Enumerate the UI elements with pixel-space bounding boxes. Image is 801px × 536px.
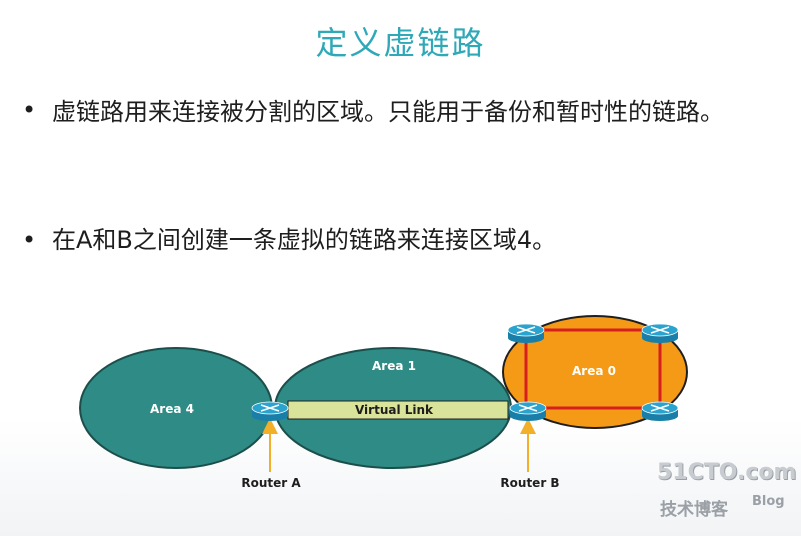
watermark-blog: Blog bbox=[752, 494, 785, 509]
area-4-label: Area 4 bbox=[150, 402, 194, 416]
bullet-text-2: 在A和B之间创建一条虚拟的链路来连接区域4。 bbox=[52, 226, 557, 254]
router-a-label: Router A bbox=[241, 476, 301, 490]
bullet-text-1: 虚链路用来连接被分割的区域。只能用于备份和暂时性的链路。 bbox=[52, 98, 724, 126]
watermark-logo: 51CTO.com bbox=[657, 460, 797, 485]
area-1-label: Area 1 bbox=[372, 359, 416, 373]
router-icon-top-left bbox=[507, 323, 545, 343]
router-icon-top-right bbox=[641, 323, 679, 343]
slide-title: 定义虚链路 bbox=[315, 24, 486, 62]
bullet-marker: • bbox=[22, 226, 37, 254]
backbone-links bbox=[524, 328, 662, 410]
router-a-icon bbox=[251, 401, 289, 421]
router-b-label: Router B bbox=[500, 476, 559, 490]
bullet-marker: • bbox=[22, 96, 37, 124]
virtual-link-label: Virtual Link bbox=[355, 403, 434, 417]
watermark-subtitle: 技术博客 bbox=[660, 500, 728, 520]
router-icon-bottom-right bbox=[641, 401, 679, 421]
area-0-shape bbox=[502, 315, 688, 429]
router-b-icon bbox=[509, 401, 547, 421]
area-0-label: Area 0 bbox=[572, 364, 616, 378]
